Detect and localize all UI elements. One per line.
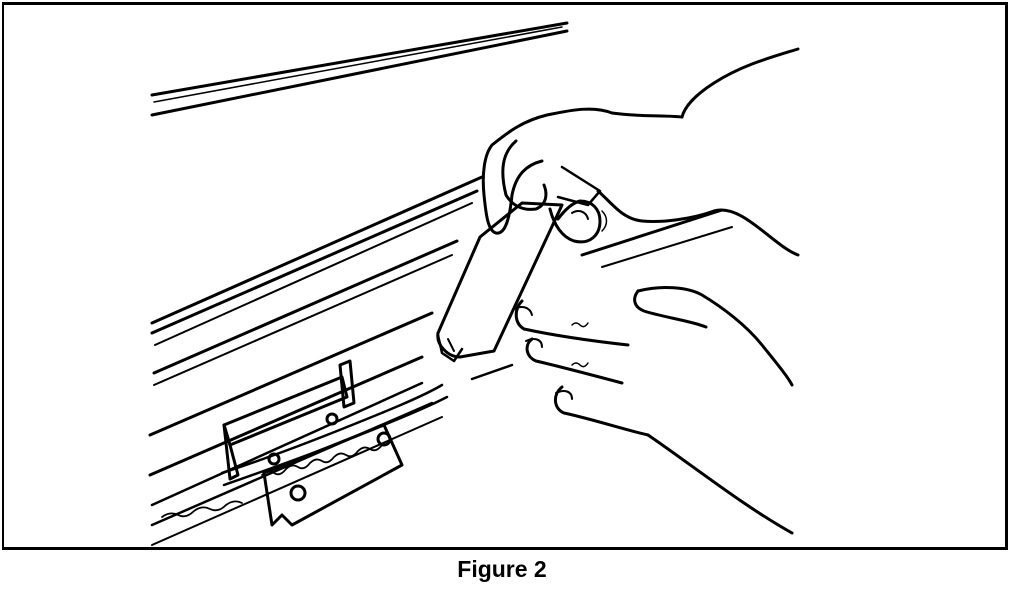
panel-edges bbox=[148, 175, 733, 546]
upper-hand bbox=[481, 47, 800, 257]
lower-hand bbox=[513, 286, 794, 535]
figure-caption: Figure 2 bbox=[457, 556, 547, 582]
hinge-lubrication-illustration bbox=[148, 21, 800, 546]
figure-frame bbox=[2, 2, 1008, 550]
hinge-leaf bbox=[222, 359, 404, 527]
lubricant-tube bbox=[436, 165, 602, 363]
upper-frame-rail bbox=[150, 21, 569, 117]
